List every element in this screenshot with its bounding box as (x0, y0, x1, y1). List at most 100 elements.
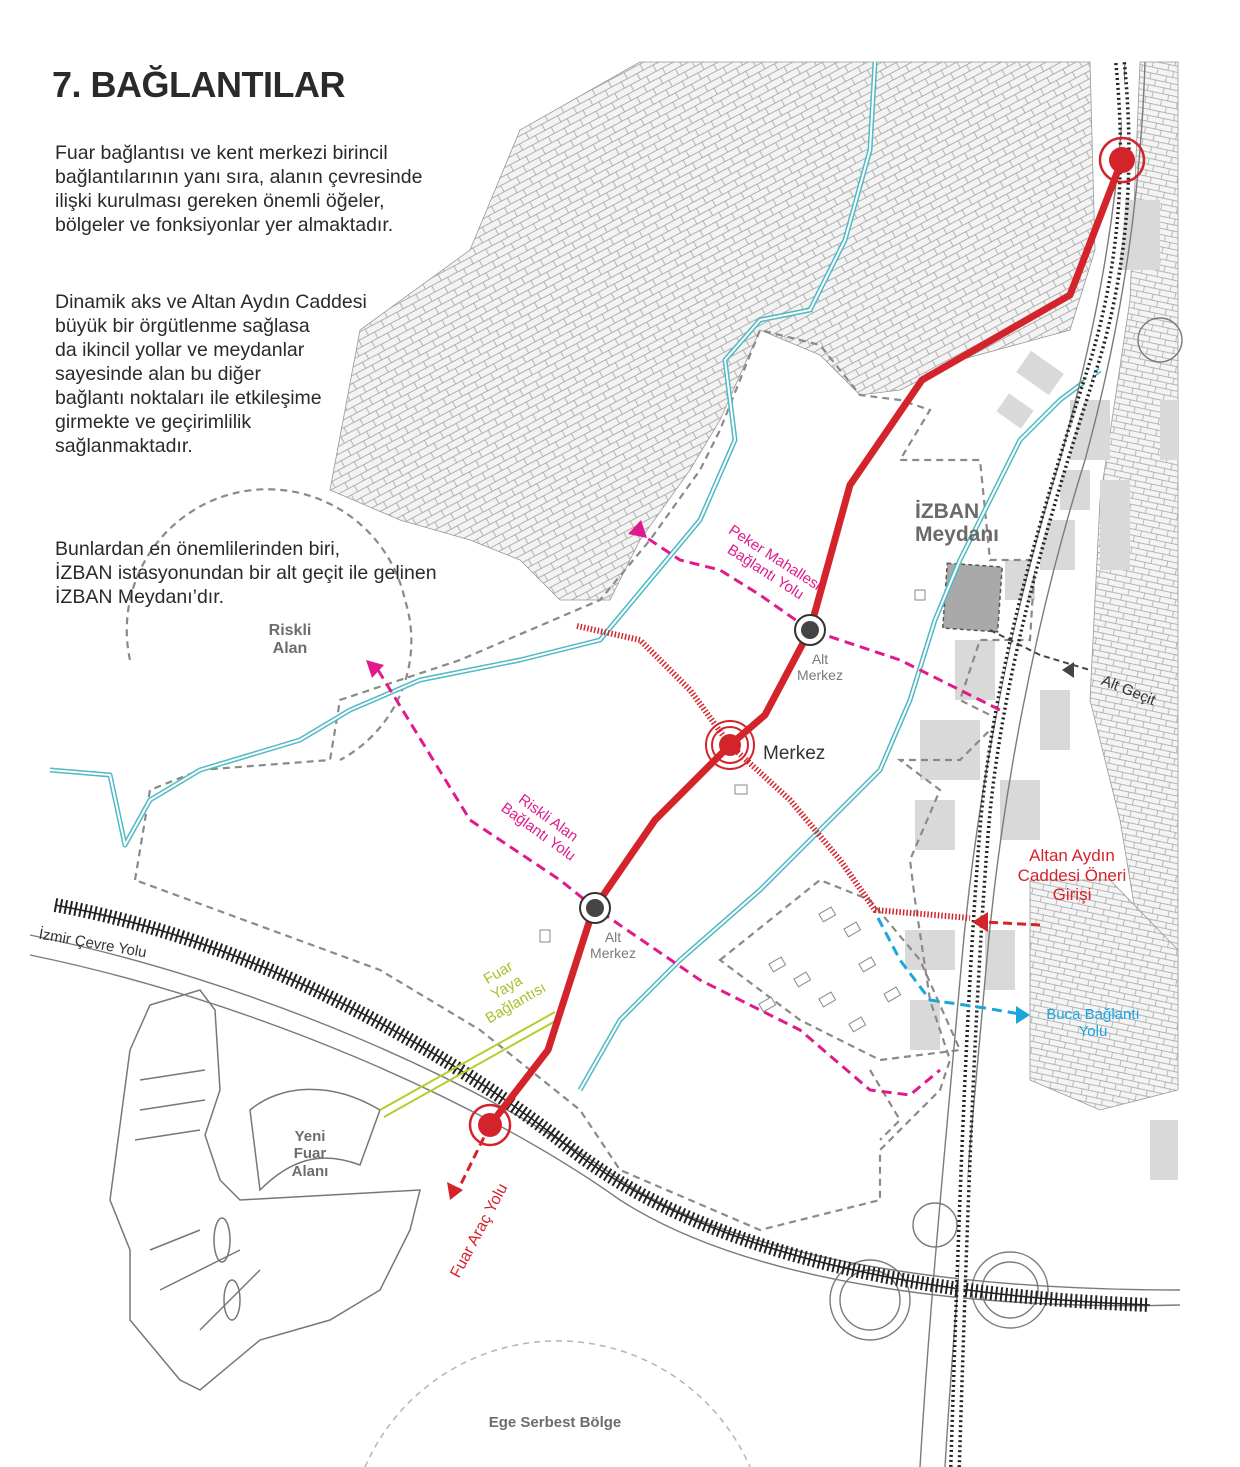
node-dot (801, 621, 819, 639)
residential-blocks-north (329, 61, 1096, 601)
fair-oval (223, 1279, 241, 1321)
building (996, 393, 1034, 429)
node-ring (1098, 136, 1146, 184)
hatched-link-west (576, 623, 733, 747)
building (910, 1000, 940, 1050)
page-title: 7. BAĞLANTILAR (52, 64, 346, 105)
building (734, 784, 748, 795)
pedestrian-link-line (383, 1018, 560, 1118)
building (914, 589, 926, 601)
peker-road-arrow (628, 520, 647, 538)
interchange-loop (912, 1202, 958, 1248)
free-zone-label: Ege Serbest Bölge (488, 1414, 622, 1431)
railway-track (54, 904, 1151, 1306)
building (1016, 350, 1064, 396)
sub-area-boundary (869, 1069, 902, 1141)
node-ring (705, 720, 755, 770)
free-zone-boundary (364, 1340, 751, 1467)
node-north (1098, 136, 1146, 184)
fair-vehicle-road-arrow (447, 1182, 463, 1200)
buca-road-label: Buca Bağlantı Yolu (1046, 1006, 1140, 1041)
node-merkez (705, 720, 755, 770)
new-fair-area-outline (109, 989, 421, 1391)
pedestrian-link-line (379, 1011, 556, 1111)
alt-merkez-top-label: Alt Merkez (797, 651, 843, 684)
fair-subdivisions (134, 1069, 261, 1331)
altan-aydin-entrance-arrow (972, 912, 988, 932)
izban-paragraph: Bunlardan en önemlilerinden biri, İZBAN … (55, 538, 437, 608)
main-axis (487, 158, 1126, 1128)
building (1040, 690, 1070, 750)
interchange-loop (971, 1251, 1049, 1329)
hatched-link-east (727, 742, 971, 921)
stream-channel-east-inner (579, 369, 1101, 1091)
node-dot (1109, 147, 1135, 173)
stream-channel-inner (49, 61, 876, 846)
axis-paragraph: Dinamik aks ve Altan Aydın Caddesi büyük… (55, 291, 367, 457)
izban-square-label: İZBAN Meydanı (915, 500, 1000, 547)
building (1160, 400, 1178, 460)
building (1000, 780, 1040, 840)
interchange-loop (839, 1269, 901, 1331)
building (539, 929, 551, 943)
building (883, 986, 902, 1003)
building (848, 1016, 867, 1033)
risky-area-connection-road (376, 669, 941, 1097)
ring-road-edge (29, 934, 1181, 1291)
building (1060, 470, 1090, 510)
residential-blocks-southeast (1029, 879, 1179, 1111)
buildings-along-rail (905, 200, 1178, 1180)
node-alt-merkez-top (794, 614, 826, 646)
connection-roads (376, 528, 1001, 1097)
building (818, 991, 837, 1008)
intro-paragraph: Fuar bağlantısı ve kent merkezi birincil… (55, 142, 423, 236)
building (793, 971, 812, 988)
node-ring (468, 1103, 512, 1147)
fair-perimeter (109, 989, 421, 1391)
risky-area-label: Riskli Alan (268, 622, 312, 658)
building (1150, 1120, 1178, 1180)
altan-aydin-entrance-label: Altan Aydın Caddesi Öneri Girişi (1017, 846, 1127, 905)
interchange-loop (981, 1261, 1039, 1319)
building (915, 800, 955, 850)
altan-aydin-entrance-line (984, 920, 1041, 927)
pedestrian-link (379, 1011, 560, 1118)
node-dot (478, 1113, 502, 1137)
buca-connection-road (876, 917, 1021, 1016)
building (955, 640, 995, 700)
interchange-loop (829, 1259, 911, 1341)
buca-road-arrow (1016, 1006, 1030, 1024)
small-buildings (539, 589, 926, 1033)
building (905, 930, 955, 970)
fair-oval (213, 1217, 231, 1263)
roundabout (1137, 317, 1183, 363)
building (1100, 480, 1130, 570)
hatched-links (576, 623, 971, 921)
node-dot (586, 899, 604, 917)
building (768, 956, 787, 973)
building (818, 906, 837, 923)
alt-merkez-bottom-label: Alt Merkez (590, 929, 636, 962)
building (1070, 400, 1110, 460)
underpass-line (989, 629, 1091, 671)
peker-connection-road (634, 528, 1001, 712)
railway-gap (952, 61, 1128, 1467)
railway-south (53, 898, 1151, 1312)
building (985, 930, 1015, 990)
ring-road-edge (29, 954, 1181, 1307)
underpass-arrow (1062, 662, 1074, 678)
fair-vehicle-road-line (456, 1124, 492, 1191)
sub-area-boundary (718, 878, 962, 1062)
new-fair-area-label: Yeni Fuar Alanı (291, 1128, 329, 1180)
building (858, 956, 877, 973)
rail-road-edge (919, 61, 1126, 1467)
building (843, 921, 862, 938)
node-dot (719, 734, 741, 756)
izban-square (941, 562, 1003, 633)
risky-road-arrow (366, 660, 384, 678)
node-fair (468, 1103, 512, 1147)
building (758, 996, 777, 1013)
node-ring (711, 726, 749, 764)
railway-east (949, 61, 1131, 1467)
